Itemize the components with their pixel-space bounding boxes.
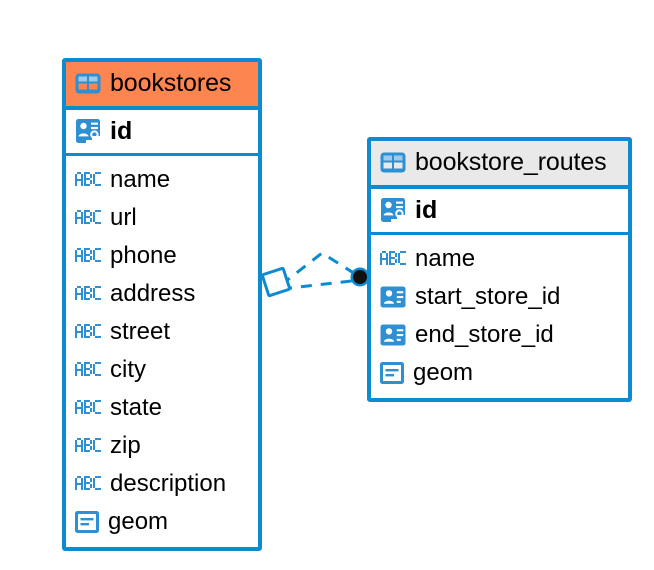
abc-text-icon bbox=[75, 400, 101, 414]
connector-diamond-marker bbox=[260, 266, 292, 298]
primary-key-icon bbox=[76, 119, 100, 143]
foreign-key-icon bbox=[380, 286, 406, 308]
field-label: description bbox=[110, 470, 227, 497]
field-label: city bbox=[110, 356, 146, 383]
field-row[interactable]: geom bbox=[371, 354, 628, 392]
field-row[interactable]: url bbox=[66, 199, 258, 237]
entity-title: bookstore_routes bbox=[415, 148, 607, 176]
field-row[interactable]: end_store_id bbox=[371, 316, 628, 354]
field-label: street bbox=[110, 318, 171, 345]
field-row[interactable]: geom bbox=[66, 503, 258, 541]
field-row[interactable]: address bbox=[66, 275, 258, 313]
primary-key-row[interactable]: id bbox=[371, 189, 628, 235]
abc-text-icon bbox=[380, 251, 406, 265]
table-icon bbox=[75, 73, 101, 94]
primary-key-icon bbox=[381, 198, 405, 222]
abc-text-icon bbox=[75, 362, 101, 376]
primary-key-row[interactable]: id bbox=[66, 110, 258, 156]
field-label: zip bbox=[110, 432, 141, 459]
primary-key-label: id bbox=[110, 116, 133, 145]
connector-line-lower bbox=[280, 278, 361, 291]
field-list: name start_store_id bbox=[371, 235, 628, 398]
field-label: phone bbox=[110, 242, 177, 269]
field-row[interactable]: city bbox=[66, 351, 258, 389]
field-row[interactable]: description bbox=[66, 465, 258, 503]
abc-text-icon bbox=[75, 438, 101, 452]
field-row[interactable]: street bbox=[66, 313, 258, 351]
field-row[interactable]: start_store_id bbox=[371, 278, 628, 316]
abc-text-icon bbox=[75, 286, 101, 300]
table-icon bbox=[380, 152, 406, 173]
field-label: url bbox=[110, 204, 137, 231]
entity-title: bookstores bbox=[110, 69, 232, 97]
field-row[interactable]: state bbox=[66, 389, 258, 427]
field-row[interactable]: name bbox=[66, 161, 258, 199]
geometry-icon bbox=[380, 362, 404, 384]
entity-header[interactable]: bookstores bbox=[66, 62, 258, 110]
abc-text-icon bbox=[75, 172, 101, 186]
foreign-key-icon bbox=[380, 324, 406, 346]
abc-text-icon bbox=[75, 210, 101, 224]
field-list: name url bbox=[66, 156, 258, 547]
field-label: geom bbox=[413, 359, 474, 386]
field-label: state bbox=[110, 394, 163, 421]
entity-bookstores[interactable]: bookstores id bbox=[62, 58, 262, 551]
field-label: geom bbox=[108, 508, 169, 535]
entity-bookstore-routes[interactable]: bookstore_routes id bbox=[367, 137, 632, 402]
abc-text-icon bbox=[75, 476, 101, 490]
primary-key-label: id bbox=[415, 195, 438, 224]
field-label: name bbox=[110, 166, 171, 193]
field-label: name bbox=[415, 245, 476, 272]
geometry-icon bbox=[75, 511, 99, 533]
field-label: end_store_id bbox=[415, 321, 554, 348]
field-label: address bbox=[110, 280, 196, 307]
field-row[interactable]: phone bbox=[66, 237, 258, 275]
abc-text-icon bbox=[75, 324, 101, 338]
entity-header[interactable]: bookstore_routes bbox=[371, 141, 628, 189]
field-label: start_store_id bbox=[415, 283, 561, 310]
connector-line-upper bbox=[280, 251, 361, 287]
field-row[interactable]: zip bbox=[66, 427, 258, 465]
abc-text-icon bbox=[75, 248, 101, 262]
field-row[interactable]: name bbox=[371, 240, 628, 278]
